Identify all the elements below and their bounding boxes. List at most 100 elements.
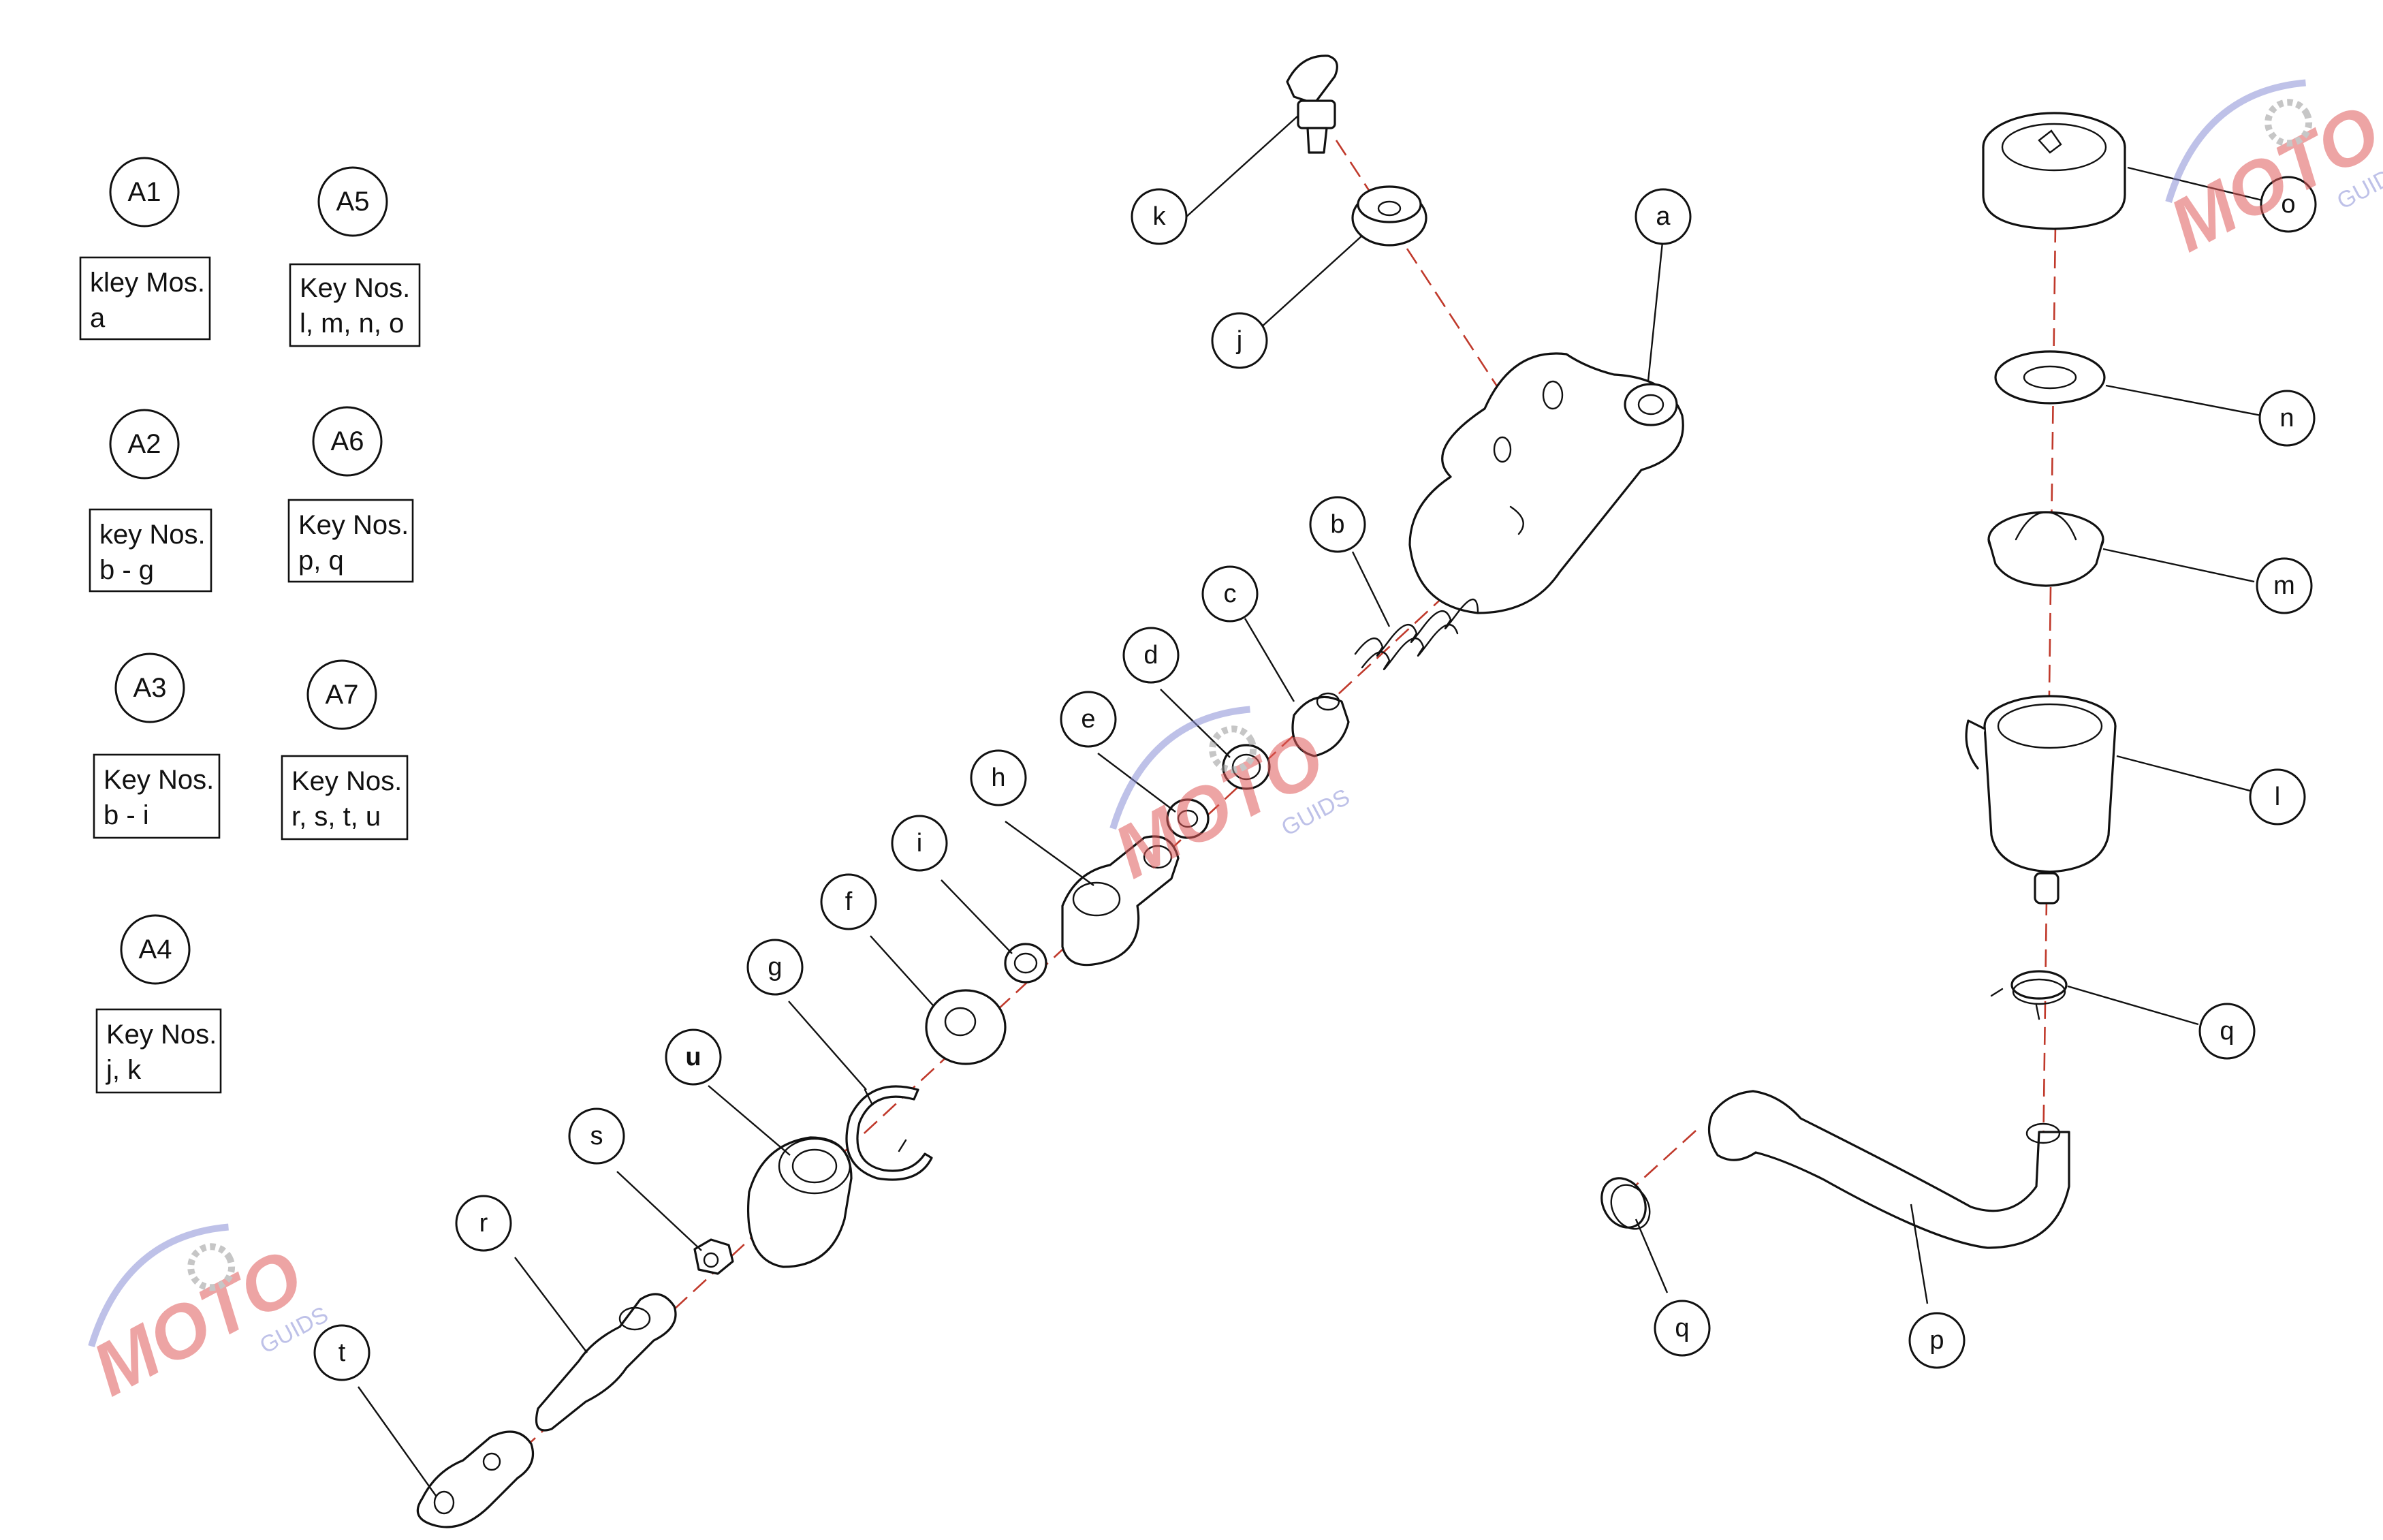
group-line-1: Key Nos. [106,1020,217,1050]
part-q-hose-clip-lower [1600,1177,1651,1230]
callout-i: i [891,815,948,872]
callout-j: j [1211,312,1268,369]
group-line-1: Key Nos. [298,510,409,540]
group-line-1: kley Mos. [90,268,205,298]
watermark-logo-bottom-left: MOTO GUIDS [79,1223,332,1412]
part-h-piston [1061,835,1180,967]
svg-text:j: j [1236,326,1242,355]
part-e-washer [1166,798,1210,839]
group-id: A1 [128,177,161,207]
svg-text:p: p [1929,1326,1944,1355]
group-id: A7 [326,680,359,710]
group-line-2: j, k [106,1055,142,1085]
group-line-1: key Nos. [99,520,206,550]
svg-text:n: n [2279,404,2294,433]
key-group-A5: A5 Key Nos. l, m, n, o [289,166,421,347]
part-t-clevis [416,1430,535,1528]
group-id: A3 [133,673,167,703]
group-id: A4 [139,934,172,964]
svg-text:r: r [479,1209,488,1238]
group-line-2: p, q [298,546,344,576]
callout-q-lower: q [1654,1300,1711,1357]
part-c-piston-cup [1291,692,1350,757]
svg-text:u: u [685,1043,701,1071]
callout-u: u [665,1028,722,1086]
part-a-master-cylinder [1408,352,1684,614]
part-j-grommet [1351,185,1427,247]
key-group-A3: A3 Key Nos. b - i [93,653,221,839]
part-k-elbow-fitting [1286,54,1338,154]
callout-f: f [820,873,877,930]
key-group-A1: A1 kley Mos. a [79,157,211,341]
callout-g: g [746,939,804,996]
callout-n: n [2258,390,2316,447]
group-line-2: l, m, n, o [300,309,404,339]
part-f-washer [925,989,1007,1065]
part-o-reservoir-cap [1982,112,2126,230]
part-i-seal [1004,943,1047,984]
part-u-boot [746,1136,853,1268]
group-id: A2 [128,429,161,459]
group-id: A6 [331,426,364,456]
key-group-A2: A2 key Nos. b - g [89,409,212,593]
part-g-circlip [845,1085,933,1181]
svg-text:i: i [917,829,922,858]
group-line-2: b - i [104,800,149,830]
group-line-2: b - g [99,555,154,585]
callout-e: e [1060,691,1117,748]
callout-a: a [1635,188,1692,245]
part-r-pushrod [535,1293,677,1432]
svg-text:k: k [1153,202,1167,231]
callout-b: b [1309,496,1366,553]
svg-text:f: f [845,887,853,916]
key-group-A6: A6 Key Nos. p, q [287,406,414,583]
group-id: A5 [336,187,370,217]
svg-text:o: o [2281,190,2295,219]
svg-text:e: e [1081,705,1095,734]
callout-q-upper: q [2198,1003,2256,1060]
group-line-2: r, s, t, u [291,802,381,832]
callout-d: d [1122,627,1180,684]
part-n-washer [1994,350,2106,405]
part-s-nut [693,1238,734,1275]
svg-text:q: q [1675,1314,1689,1342]
axis-fitting [1335,140,1500,389]
callout-m: m [2256,557,2313,614]
svg-text:l: l [2275,783,2280,811]
callout-t: t [313,1324,370,1381]
group-line-1: Key Nos. [291,766,402,796]
svg-text:d: d [1143,641,1158,670]
svg-text:g: g [768,953,782,981]
callout-k: k [1131,188,1188,245]
callout-h: h [970,749,1027,806]
leader-lines [358,115,2279,1496]
svg-text:b: b [1330,510,1344,539]
svg-text:t: t [338,1338,346,1367]
part-p-hose [1707,1090,2070,1249]
part-q-hose-clip-upper [1990,970,2068,1020]
part-d-seal [1222,744,1271,790]
svg-text:m: m [2273,571,2295,600]
key-group-A7: A7 Key Nos. r, s, t, u [281,659,409,840]
key-group-A4: A4 Key Nos. j, k [95,914,222,1094]
group-line-1: Key Nos. [300,273,410,303]
part-m-diaphragm [1987,511,2104,587]
callout-r: r [455,1195,512,1252]
callouts: a b c d e h i f g u s r t k j o n m l q … [313,176,2317,1381]
callout-c: c [1201,565,1259,623]
callout-p: p [1908,1312,1966,1369]
group-line-2: a [90,303,106,333]
svg-text:a: a [1656,202,1671,231]
group-line-1: Key Nos. [104,765,214,795]
callout-o: o [2260,176,2317,233]
callout-s: s [568,1107,625,1165]
callout-l: l [2249,768,2306,826]
svg-text:c: c [1224,580,1237,608]
svg-text:s: s [590,1122,603,1150]
svg-text:q: q [2220,1017,2234,1046]
watermark-logo-top-right: MOTO GUIDS [2156,79,2383,268]
svg-text:h: h [991,764,1005,792]
part-b-spring [1354,599,1479,670]
part-l-reservoir [1965,695,2117,905]
